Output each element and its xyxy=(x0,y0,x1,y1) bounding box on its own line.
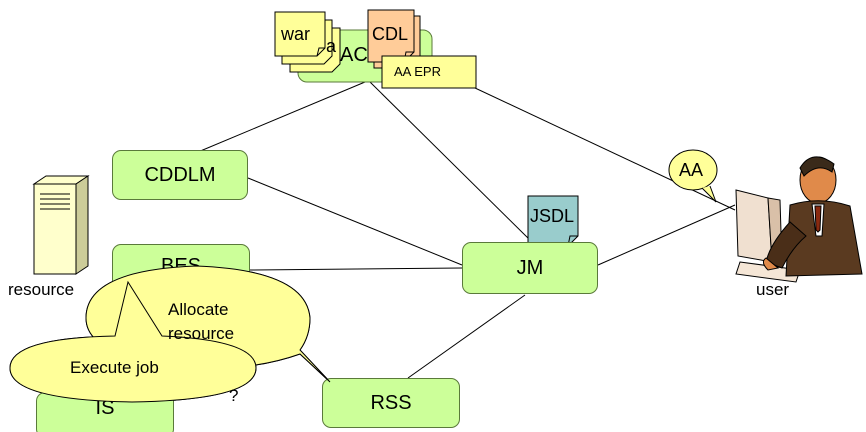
a-document-label: a xyxy=(326,36,337,56)
aa-token-icon xyxy=(668,149,718,203)
question-mark-label: ? xyxy=(229,386,239,405)
jsdl-document-label: JSDL xyxy=(530,206,575,226)
person-at-computer-icon xyxy=(735,156,863,283)
war-document-stack-icon xyxy=(274,11,341,73)
node-jm-label: JM xyxy=(516,256,544,279)
aa-token-label: AA xyxy=(679,160,704,180)
link-ac-cddlm xyxy=(197,81,366,153)
war-document-label: war xyxy=(281,24,311,44)
link-bes-jm xyxy=(249,267,463,271)
allocate-bubble-line2: resource xyxy=(168,324,235,343)
execute-bubble-text: Execute job xyxy=(70,358,159,377)
allocate-bubble-line1: Allocate xyxy=(168,300,229,319)
link-jm-rss xyxy=(407,294,526,379)
node-ac-label: AC xyxy=(340,44,368,66)
aa-epr-label: AA EPR xyxy=(394,64,441,79)
node-cddlm-label: CDDLM xyxy=(144,163,216,186)
node-bes-label: BES xyxy=(160,255,202,277)
node-is[interactable]: IS xyxy=(36,392,174,432)
link-jm-user xyxy=(597,204,736,266)
node-cddlm[interactable]: CDDLM xyxy=(112,150,248,200)
link-cddlm-jm xyxy=(247,177,463,266)
link-ac-user xyxy=(457,79,736,211)
node-bes[interactable]: BES xyxy=(112,244,250,296)
link-ac-jm xyxy=(369,81,533,243)
cdl-document-label: CDL xyxy=(372,24,409,44)
user-label: user xyxy=(756,280,790,299)
node-rss[interactable]: RSS xyxy=(322,378,460,428)
node-is-label: IS xyxy=(95,397,115,419)
resource-label: resource xyxy=(8,280,75,299)
node-jm[interactable]: JM xyxy=(462,242,598,294)
server-tower-icon xyxy=(32,175,90,275)
node-rss-label: RSS xyxy=(370,391,412,414)
aa-epr-note-icon xyxy=(381,55,477,89)
